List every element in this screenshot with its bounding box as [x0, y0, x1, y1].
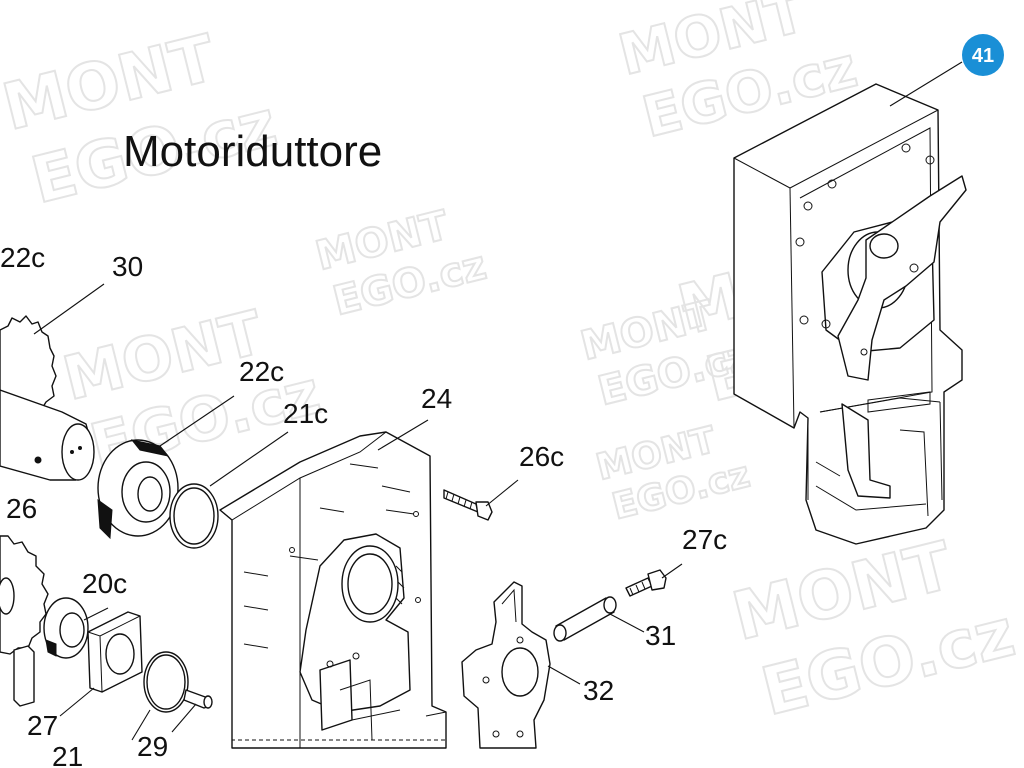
small-bearing-part [43, 597, 89, 659]
leader-lines [33, 61, 963, 741]
callout-22c: 22c [239, 356, 284, 387]
callout-20c: 20c [82, 568, 127, 599]
pin-part [183, 689, 213, 709]
callout-26c: 26c [519, 441, 564, 472]
square-washer-part [87, 611, 143, 693]
o-ring-part [169, 483, 219, 549]
callout-32: 32 [583, 675, 614, 706]
screw-part [625, 569, 667, 597]
callout-27c: 27c [682, 524, 727, 555]
callout-31: 31 [645, 620, 676, 651]
gear-shaft-part [0, 315, 95, 481]
release-lever-part [461, 581, 551, 749]
badge-label[interactable]: 41 [972, 45, 994, 67]
callout-24: 24 [421, 383, 452, 414]
callout-27: 27 [27, 710, 58, 741]
screw-part [443, 489, 493, 521]
callout-29: 29 [137, 731, 168, 762]
spacer-tube-part [553, 596, 617, 642]
callout-21c: 21c [283, 398, 328, 429]
gearbox-housing-part [219, 431, 447, 749]
callout-21: 21 [52, 741, 83, 768]
callout-26: 26 [6, 493, 37, 524]
bearing-part [97, 439, 179, 540]
diagram-title: Motoriduttore [123, 127, 382, 176]
callout-22c: 22c [0, 242, 45, 273]
ring-part [143, 651, 189, 713]
small-gear-part [0, 535, 49, 707]
part-number-badge[interactable]: 41 [962, 34, 1004, 76]
callout-30: 30 [112, 251, 143, 282]
motor-assembly-part [733, 83, 967, 545]
badge-circle[interactable] [962, 34, 1004, 76]
